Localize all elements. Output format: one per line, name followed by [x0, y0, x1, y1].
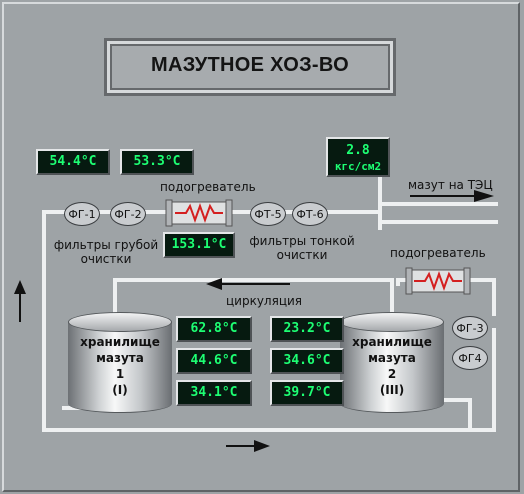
tank-2-label: хранилище мазута 2 (III) [340, 334, 444, 398]
heater1-coil [175, 203, 223, 223]
fine-filters-line2: очистки [276, 248, 328, 262]
heater1-label: подогреватель [160, 180, 256, 194]
tank-1-bottom [68, 394, 172, 413]
tank-2-body [340, 322, 444, 404]
heater2-end-right [463, 267, 471, 295]
pressure-unit: кгс/см2 [334, 160, 382, 173]
heater1 [165, 199, 233, 227]
tank-1-line2: мазута [96, 351, 144, 365]
fine-filters-label: фильтры тонкой очистки [240, 234, 364, 262]
heater2-end-left [405, 267, 413, 295]
tank1-temp1-display: 62.8°C [176, 316, 252, 342]
tank-2[interactable]: хранилище мазута 2 (III) [340, 312, 444, 413]
tank-1-line4: (I) [112, 383, 128, 397]
arrow-left-circ-head [206, 278, 222, 290]
tank2-temp2-display: 34.6°C [270, 348, 344, 374]
fg1-temp-display: 54.4°C [36, 149, 110, 175]
fine-filters-line1: фильтры тонкой [249, 234, 355, 248]
pipe-circulation [113, 278, 394, 318]
heater2 [405, 267, 471, 295]
pressure-value: 2.8 [346, 143, 370, 158]
tank-1-line3: 1 [115, 367, 125, 381]
tank-2-line4: (III) [379, 383, 405, 397]
heater2-coil [414, 271, 462, 291]
unit-ft6[interactable]: ФТ-6 [292, 202, 328, 226]
unit-fg4[interactable]: ФГ4 [452, 346, 488, 370]
unit-fg2[interactable]: ФГ-2 [110, 202, 146, 226]
tank-2-bottom [340, 394, 444, 413]
fg2-temp-display: 53.3°C [120, 149, 194, 175]
pressure-display: 2.8 кгс/см2 [326, 137, 390, 177]
unit-fg3[interactable]: ФГ-3 [452, 316, 488, 340]
tank-2-line2: мазута [368, 351, 416, 365]
tank-1-line1: хранилище [80, 335, 160, 349]
tank2-temp1-display: 23.2°C [270, 316, 344, 342]
mazut-tets-label: мазут на ТЭЦ [408, 178, 493, 192]
heater1-end-right [225, 199, 233, 227]
tank1-temp2-display: 44.6°C [176, 348, 252, 374]
tank1-temp3-display: 34.1°C [176, 380, 252, 406]
title-box: МАЗУТНОЕ ХОЗ-ВО [104, 38, 396, 96]
tank-1[interactable]: хранилище мазута 1 (I) [68, 312, 172, 413]
coarse-filters-label: фильтры грубой очистки [44, 238, 168, 266]
tank-2-top [340, 312, 444, 332]
heater1-temp-display: 153.1°C [163, 232, 235, 258]
coarse-filters-line1: фильтры грубой [53, 238, 159, 252]
tank-1-top [68, 312, 172, 332]
unit-fg1[interactable]: ФГ-1 [64, 202, 100, 226]
arrows [14, 190, 494, 452]
tank2-temp3-display: 39.7°C [270, 380, 344, 406]
circulation-label: циркуляция [226, 294, 303, 308]
arrow-up-left-head [14, 280, 26, 294]
tank-2-line1: хранилище [352, 335, 432, 349]
pipe-bottom [42, 328, 496, 432]
arrow-right-bottom-head [254, 440, 270, 452]
tank-1-body [68, 322, 172, 404]
heater1-end-left [165, 199, 173, 227]
tank-2-line3: 2 [387, 367, 397, 381]
coarse-filters-line2: очистки [80, 252, 132, 266]
page-title: МАЗУТНОЕ ХОЗ-ВО [151, 54, 349, 76]
tank-1-label: хранилище мазута 1 (I) [68, 334, 172, 398]
heater2-label: подогреватель [390, 246, 486, 260]
unit-ft5[interactable]: ФТ-5 [250, 202, 286, 226]
arrow-right-tets-head [474, 190, 494, 202]
